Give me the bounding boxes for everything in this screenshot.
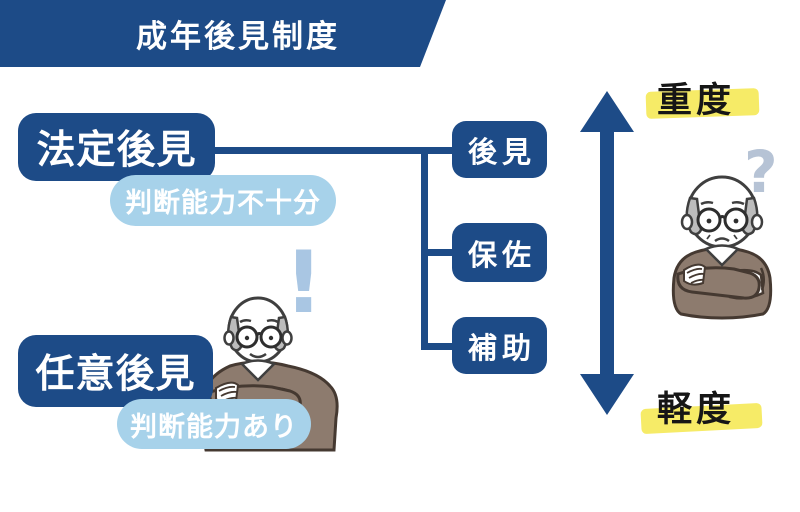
exclamation-mark-icon: ! [284, 233, 324, 333]
legal-guardianship-label: 法定後見 [36, 128, 197, 173]
guardianship-type-label: 保佐 [467, 237, 536, 272]
voluntary-guardianship-label: 任意後見 [35, 352, 196, 397]
capacity-capable-label: 判断能力あり [130, 411, 298, 443]
severe-label: 重度 [657, 81, 736, 121]
page-title: 成年後見制度 [136, 19, 340, 55]
capacity-insufficient-label: 判断能力不十分 [125, 188, 321, 219]
connector-line-hojo [421, 343, 454, 350]
guardianship-type-box-koken: 後見 [452, 121, 547, 178]
connector-line-hosa [421, 249, 454, 256]
elderly-man-confused-illustration [671, 175, 773, 320]
title-banner: 成年後見制度 [0, 0, 446, 67]
severity-arrow-icon [580, 91, 634, 415]
capacity-capable-badge: 判断能力あり [117, 399, 311, 449]
guardianship-type-box-hojo: 補助 [452, 317, 547, 374]
guardianship-type-label: 後見 [467, 134, 536, 169]
connector-line-vertical [421, 147, 428, 350]
guardianship-type-box-hosa: 保佐 [452, 223, 547, 282]
capacity-insufficient-badge: 判断能力不十分 [110, 175, 336, 226]
connector-line-main [210, 147, 454, 154]
voluntary-guardianship-box: 任意後見 [18, 335, 213, 407]
mild-label: 軽度 [657, 390, 736, 430]
legal-guardianship-box: 法定後見 [18, 113, 215, 181]
guardianship-type-label: 補助 [467, 330, 536, 365]
